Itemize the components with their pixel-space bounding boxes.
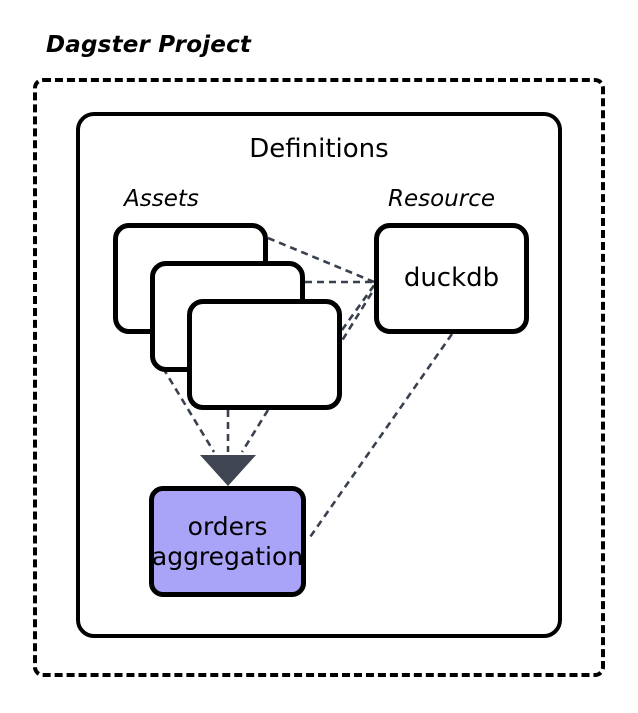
downstream-node-label-line2: aggregation: [151, 541, 304, 571]
arrowhead-into-orders: [200, 455, 256, 486]
assets-caption: Assets: [124, 186, 199, 212]
edge-asset3-duckdb: [340, 283, 377, 331]
definitions-title: Definitions: [249, 134, 389, 164]
downstream-node-label: orders aggregation: [152, 512, 303, 571]
edge-asset1-orders: [161, 367, 216, 453]
downstream-node-orders-aggregation[interactable]: orders aggregation: [149, 486, 306, 597]
resource-caption: Resource: [388, 186, 496, 212]
resource-node-duckdb[interactable]: duckdb: [374, 223, 529, 334]
edge-duckdb-orders: [306, 333, 454, 541]
definitions-frame: [76, 112, 562, 638]
project-title: Dagster Project: [46, 32, 252, 58]
asset-card-front[interactable]: [187, 299, 342, 410]
resource-node-label: duckdb: [403, 263, 500, 294]
edge-asset3-orders: [240, 409, 270, 453]
project-frame: [33, 78, 605, 677]
downstream-node-label-line1: orders: [187, 512, 268, 541]
